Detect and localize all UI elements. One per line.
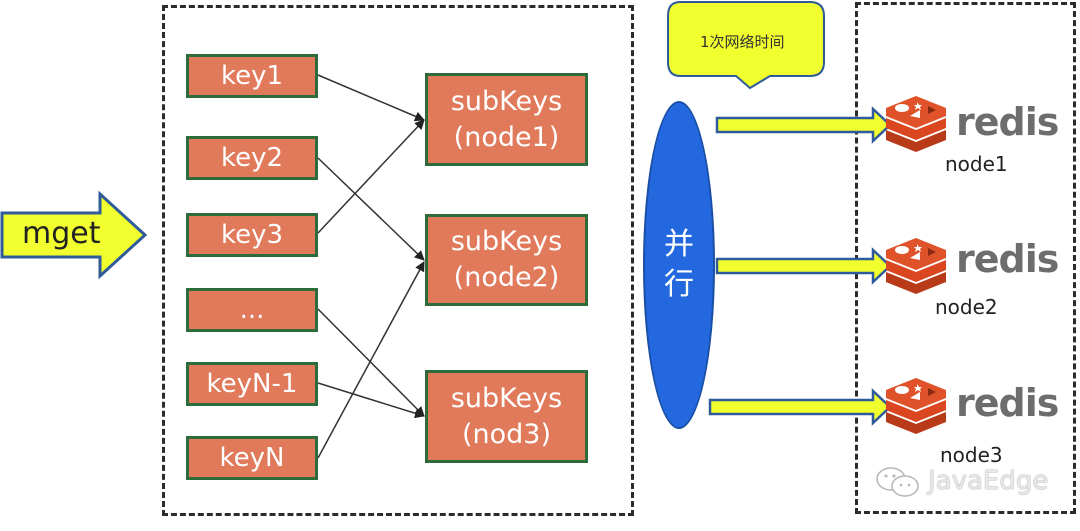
subkeys-title: subKeys: [450, 85, 563, 117]
subkeys-title: subKeys: [450, 382, 563, 414]
wechat-icon: [876, 467, 919, 497]
mget-arrow: [0, 190, 148, 280]
redis-logo-icon: [886, 378, 946, 434]
redis-logo-icon: [886, 96, 946, 152]
subkeys-title: subKeys: [450, 226, 563, 257]
subkeys-node: (node1): [453, 121, 560, 153]
redis-wordmark: redis: [956, 381, 1059, 425]
subkeys-box-node2: subKeys (node2): [425, 214, 588, 306]
parallel-char: 行: [664, 267, 694, 302]
mget-label: mget: [22, 216, 101, 251]
key-box-key2: key2: [186, 136, 318, 180]
subkeys-node: (nod3): [461, 418, 551, 450]
edge-key1-node1: [317, 74, 425, 122]
watermark-text: JavaEdge: [928, 466, 1049, 496]
edge-key2-node2: [317, 157, 425, 261]
key-box-key1: key1: [186, 54, 318, 98]
edge-keyN-node2: [317, 261, 425, 459]
subkeys-node: (node2): [453, 262, 560, 293]
key-box-key3: key3: [186, 213, 318, 257]
key-box-keyN-1: keyN-1: [186, 362, 318, 406]
network-time-callout: [667, 0, 825, 90]
node-label: node3: [940, 443, 1003, 467]
arrow-to-node3: [708, 388, 892, 426]
arrow-to-node1: [715, 106, 892, 144]
subkeys-box-nod3: subKeys (nod3): [425, 370, 588, 463]
redis-wordmark: redis: [956, 237, 1059, 281]
parallel-ellipse: 并 行: [643, 101, 715, 429]
node-label: node2: [935, 295, 998, 319]
client-group-box: [162, 5, 634, 516]
parallel-char: 并: [664, 227, 694, 262]
edge-key3-node1: [317, 119, 425, 234]
subkeys-box-node1: subKeys (node1): [425, 73, 588, 166]
key-box-ellipsis: ...: [186, 288, 318, 332]
network-time-label: 1次网络时间: [700, 33, 785, 51]
edge-ellipsis-nod3: [317, 308, 425, 417]
node-label: node1: [945, 152, 1008, 176]
edge-keyN-1-nod3: [317, 382, 425, 419]
redis-wordmark: redis: [956, 100, 1059, 144]
key-box-keyN: keyN: [186, 436, 318, 480]
redis-logo-icon: [886, 238, 946, 294]
arrow-to-node2: [715, 247, 892, 285]
